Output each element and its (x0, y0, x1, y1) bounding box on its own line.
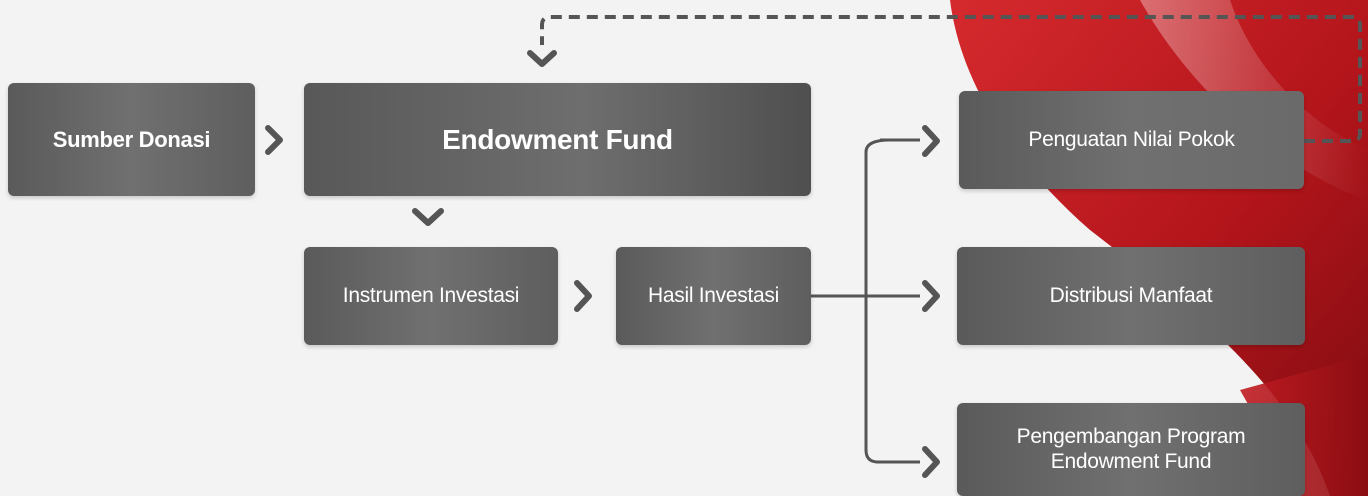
node-label: Hasil Investasi (648, 284, 779, 307)
node-penguatan-nilai-pokok: Penguatan Nilai Pokok (959, 91, 1304, 189)
chevron-right-icon (922, 125, 940, 157)
chevron-down-icon (412, 208, 444, 226)
chevron-right-icon (574, 280, 592, 312)
node-label: Penguatan Nilai Pokok (1028, 128, 1235, 151)
node-label: Instrumen Investasi (342, 284, 520, 307)
node-label: Distribusi Manfaat (1049, 284, 1213, 307)
node-instrumen-investasi: Instrumen Investasi (304, 247, 558, 345)
node-label-group: Pengembangan Program Endowment Fund (1017, 425, 1246, 475)
node-label: Sumber Donasi (52, 126, 211, 152)
node-label: Endowment Fund (442, 123, 673, 155)
node-distribusi-manfaat: Distribusi Manfaat (957, 247, 1305, 345)
node-endowment-fund: Endowment Fund (304, 83, 811, 196)
feedback-dashed-line (540, 15, 1362, 143)
branch-line-vertical (864, 138, 891, 464)
node-label-line1: Pengembangan Program (1016, 424, 1246, 448)
chevron-down-icon (527, 50, 557, 67)
chevron-right-icon (922, 280, 940, 312)
chevron-right-icon (265, 125, 283, 155)
node-hasil-investasi: Hasil Investasi (616, 247, 811, 345)
node-sumber-donasi: Sumber Donasi (8, 83, 255, 196)
node-label-line2: Endowment Fund (1050, 449, 1212, 473)
chevron-right-icon (922, 446, 940, 478)
node-pengembangan-program: Pengembangan Program Endowment Fund (957, 403, 1305, 496)
